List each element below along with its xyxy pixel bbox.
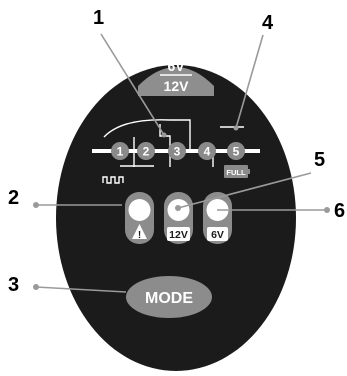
voltage-badge: 6V 12V (138, 58, 214, 96)
callout-6: 6 (334, 200, 345, 222)
callout-1: 1 (93, 7, 104, 29)
stage-1-label: 1 (117, 145, 124, 159)
stage-5-label: 5 (233, 145, 240, 159)
stage-4-label: 4 (204, 145, 211, 159)
warning-triangle-icon (132, 224, 147, 239)
mode-button[interactable]: MODE (126, 276, 212, 318)
stage-5-circle (227, 142, 245, 160)
full-battery-icon: FULL (224, 165, 250, 178)
voltage-badge-top: 6V (167, 58, 185, 74)
warning-led: ! (125, 192, 154, 244)
warning-symbol: ! (138, 230, 141, 241)
stage-4-circle (198, 142, 216, 160)
stage-2-circle (137, 142, 155, 160)
callout-4: 4 (262, 12, 274, 34)
full-label: FULL (226, 168, 246, 177)
stage-indicators: 1 2 3 4 5 (111, 142, 245, 160)
callout-leaders (33, 33, 330, 293)
callout-5: 5 (314, 149, 325, 171)
callout-2: 2 (8, 187, 19, 209)
voltage-badge-bottom: 12V (164, 78, 190, 94)
led-12v-label: 12V (169, 229, 188, 241)
led-12v: 12V (164, 192, 193, 244)
callout-3: 3 (8, 274, 19, 296)
stage-3-circle (168, 142, 186, 160)
pulse-wave-icon (102, 176, 124, 184)
mode-button-label: MODE (145, 290, 193, 307)
callout-numbers: 1 4 5 2 6 3 (8, 7, 345, 296)
stage-2-label: 2 (143, 145, 150, 159)
stage-1-circle (111, 142, 129, 160)
led-6v-label: 6V (211, 229, 224, 241)
stage-3-label: 3 (174, 145, 181, 159)
